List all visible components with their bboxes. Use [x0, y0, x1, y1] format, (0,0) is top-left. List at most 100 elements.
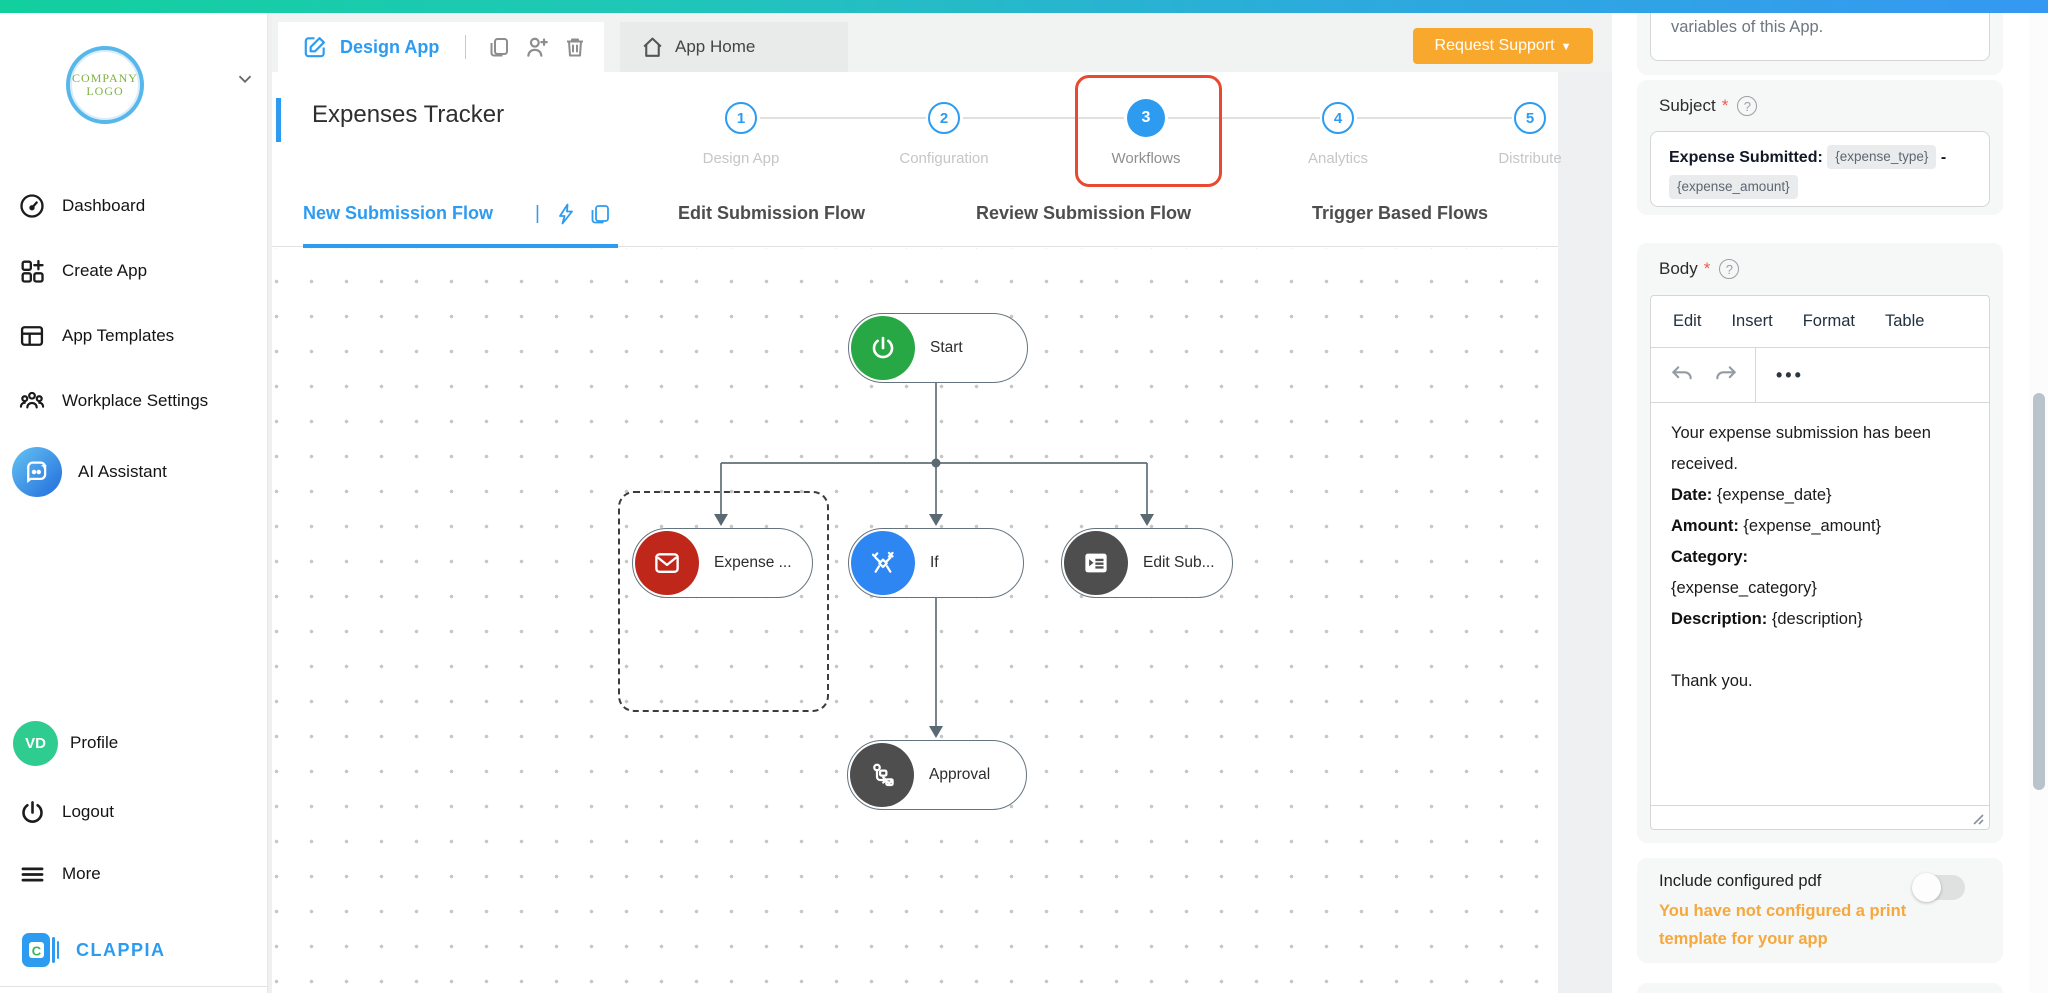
sidebar-item-label: AI Assistant	[78, 462, 167, 481]
variable-chip[interactable]: {expense_type}	[1827, 145, 1937, 169]
node-start[interactable]: Start	[848, 313, 1028, 383]
node-if-condition[interactable]: If	[848, 528, 1024, 598]
company-logo-line2: LOGO	[86, 84, 124, 98]
node-label: Start	[930, 339, 963, 356]
menu-edit[interactable]: Edit	[1673, 312, 1702, 330]
node-approval[interactable]: Approval	[847, 740, 1027, 810]
copy-app-icon[interactable]	[486, 34, 512, 60]
email-icon	[635, 531, 699, 595]
approval-workflow-icon	[850, 743, 914, 807]
subject-input[interactable]: Expense Submitted: {expense_type} - {exp…	[1650, 131, 1990, 207]
step-connector	[963, 117, 1124, 119]
menu-insert[interactable]: Insert	[1731, 312, 1773, 330]
pdf-warning-text: You have not configured a print template…	[1659, 902, 1907, 948]
variables-note-box: variables of this App.	[1650, 13, 1990, 61]
include-pdf-toggle[interactable]	[1912, 873, 1965, 902]
power-icon	[851, 316, 915, 380]
sidebar-item-ai-assistant[interactable]: AI Assistant	[0, 447, 268, 497]
help-icon[interactable]: ?	[1737, 96, 1758, 116]
subject-value-prefix: Expense Submitted:	[1669, 149, 1823, 166]
tab-divider: |	[535, 203, 540, 224]
sidebar-item-create-app[interactable]: Create App	[0, 249, 268, 293]
menu-table[interactable]: Table	[1884, 312, 1925, 330]
flow-connectors	[714, 383, 1154, 738]
sidebar-item-dashboard[interactable]: Dashboard	[0, 184, 268, 228]
clappia-brand[interactable]: C CLAPPIA	[0, 925, 268, 975]
annotation-highlight-box	[1075, 75, 1222, 187]
include-pdf-card: Include configured pdf You have not conf…	[1637, 858, 2003, 963]
redo-icon[interactable]	[1713, 362, 1739, 388]
copy-flow-icon[interactable]	[588, 201, 612, 232]
sidebar-item-label: Dashboard	[62, 196, 146, 215]
subject-separator: -	[1940, 149, 1947, 166]
create-app-icon	[16, 255, 48, 287]
node-label: If	[930, 554, 939, 571]
lightning-icon[interactable]	[554, 201, 578, 232]
request-support-button[interactable]: Request Support▼	[1413, 28, 1593, 64]
avatar: VD	[13, 720, 58, 766]
sidebar-item-label: More	[62, 864, 101, 883]
sidebar-item-app-templates[interactable]: App Templates	[0, 314, 268, 358]
node-edit-submission[interactable]: Edit Sub...	[1061, 528, 1233, 598]
tab-review-submission-flow[interactable]: Review Submission Flow	[976, 203, 1192, 223]
tabs-bottom-border	[272, 246, 1558, 247]
chevron-down-icon[interactable]	[234, 68, 256, 95]
node-label: Approval	[929, 766, 991, 783]
required-asterisk: *	[1721, 96, 1729, 115]
step-circle-analytics[interactable]: 4	[1322, 102, 1354, 134]
undo-icon[interactable]	[1669, 362, 1695, 388]
add-user-icon[interactable]	[524, 34, 550, 60]
resize-handle-icon[interactable]	[1970, 811, 1984, 825]
editor-menubar: Edit Insert Format Table	[1651, 296, 1989, 348]
sidebar-item-more[interactable]: More	[0, 852, 268, 896]
step-circle-distribute[interactable]: 5	[1514, 102, 1546, 134]
toggle-knob	[1912, 873, 1941, 902]
design-app-button[interactable]: Design App	[302, 34, 439, 60]
sidebar-item-workplace-settings[interactable]: Workplace Settings	[0, 379, 268, 423]
subject-card: Subject * ? Expense Submitted: {expense_…	[1637, 80, 2003, 215]
sidebar-item-label: Workplace Settings	[62, 391, 209, 410]
body-date-label: Date:	[1671, 486, 1713, 504]
clappia-logo-icon: C	[20, 929, 62, 971]
variable-chip[interactable]: {expense_amount}	[1669, 175, 1798, 199]
step-label: Configuration	[899, 150, 989, 167]
sidebar-item-label: Profile	[70, 733, 119, 752]
more-tools-button[interactable]: •••	[1776, 364, 1804, 385]
app-home-button[interactable]: App Home	[620, 22, 848, 72]
editor-toolbar: •••	[1651, 348, 1989, 403]
help-icon[interactable]: ?	[1719, 259, 1740, 279]
tab-trigger-based-flows[interactable]: Trigger Based Flows	[1312, 203, 1489, 223]
design-app-toolbar: Design App	[278, 22, 604, 72]
menu-format[interactable]: Format	[1802, 312, 1855, 330]
node-selection-box	[618, 491, 829, 712]
node-label: Edit Sub...	[1143, 554, 1215, 571]
company-logo-line1: COMPANY	[72, 71, 138, 85]
scrollbar-thumb[interactable]	[2033, 393, 2045, 790]
delete-app-icon[interactable]	[562, 34, 588, 60]
ai-assistant-icon	[12, 447, 62, 497]
page-title: Expenses Tracker	[312, 101, 505, 128]
sidebar-item-label: App Templates	[62, 326, 175, 345]
body-content-editable[interactable]: Your expense submission has been receive…	[1651, 404, 1989, 805]
sidebar-item-label: Logout	[62, 802, 114, 821]
node-expense-email[interactable]: Expense ...	[632, 528, 813, 598]
tab-new-submission-flow[interactable]: New Submission Flow	[303, 203, 494, 223]
step-label: Distribute	[1498, 150, 1562, 167]
tab-edit-submission-flow[interactable]: Edit Submission Flow	[678, 203, 866, 223]
design-app-label: Design App	[340, 36, 440, 57]
step-circle-workflows[interactable]: 3	[1127, 99, 1165, 137]
company-logo[interactable]: COMPANY LOGO	[66, 46, 144, 124]
dashboard-gauge-icon	[16, 190, 48, 222]
step-circle-design-app[interactable]: 1	[725, 102, 757, 134]
workflow-config-panel: variables of this App. Subject * ? Expen…	[1612, 13, 2048, 993]
sidebar-item-profile[interactable]: VD Profile	[0, 719, 268, 767]
toolbar-divider	[1755, 348, 1756, 402]
editor-statusbar	[1651, 805, 1989, 829]
rich-text-editor: Edit Insert Format Table ••• Your expens…	[1650, 295, 1990, 830]
workplace-settings-icon	[16, 385, 48, 417]
app-home-label: App Home	[675, 37, 756, 56]
step-circle-configuration[interactable]: 2	[928, 102, 960, 134]
home-icon	[640, 35, 665, 60]
sidebar-item-logout[interactable]: Logout	[0, 790, 268, 834]
step-label: Design App	[702, 150, 780, 167]
